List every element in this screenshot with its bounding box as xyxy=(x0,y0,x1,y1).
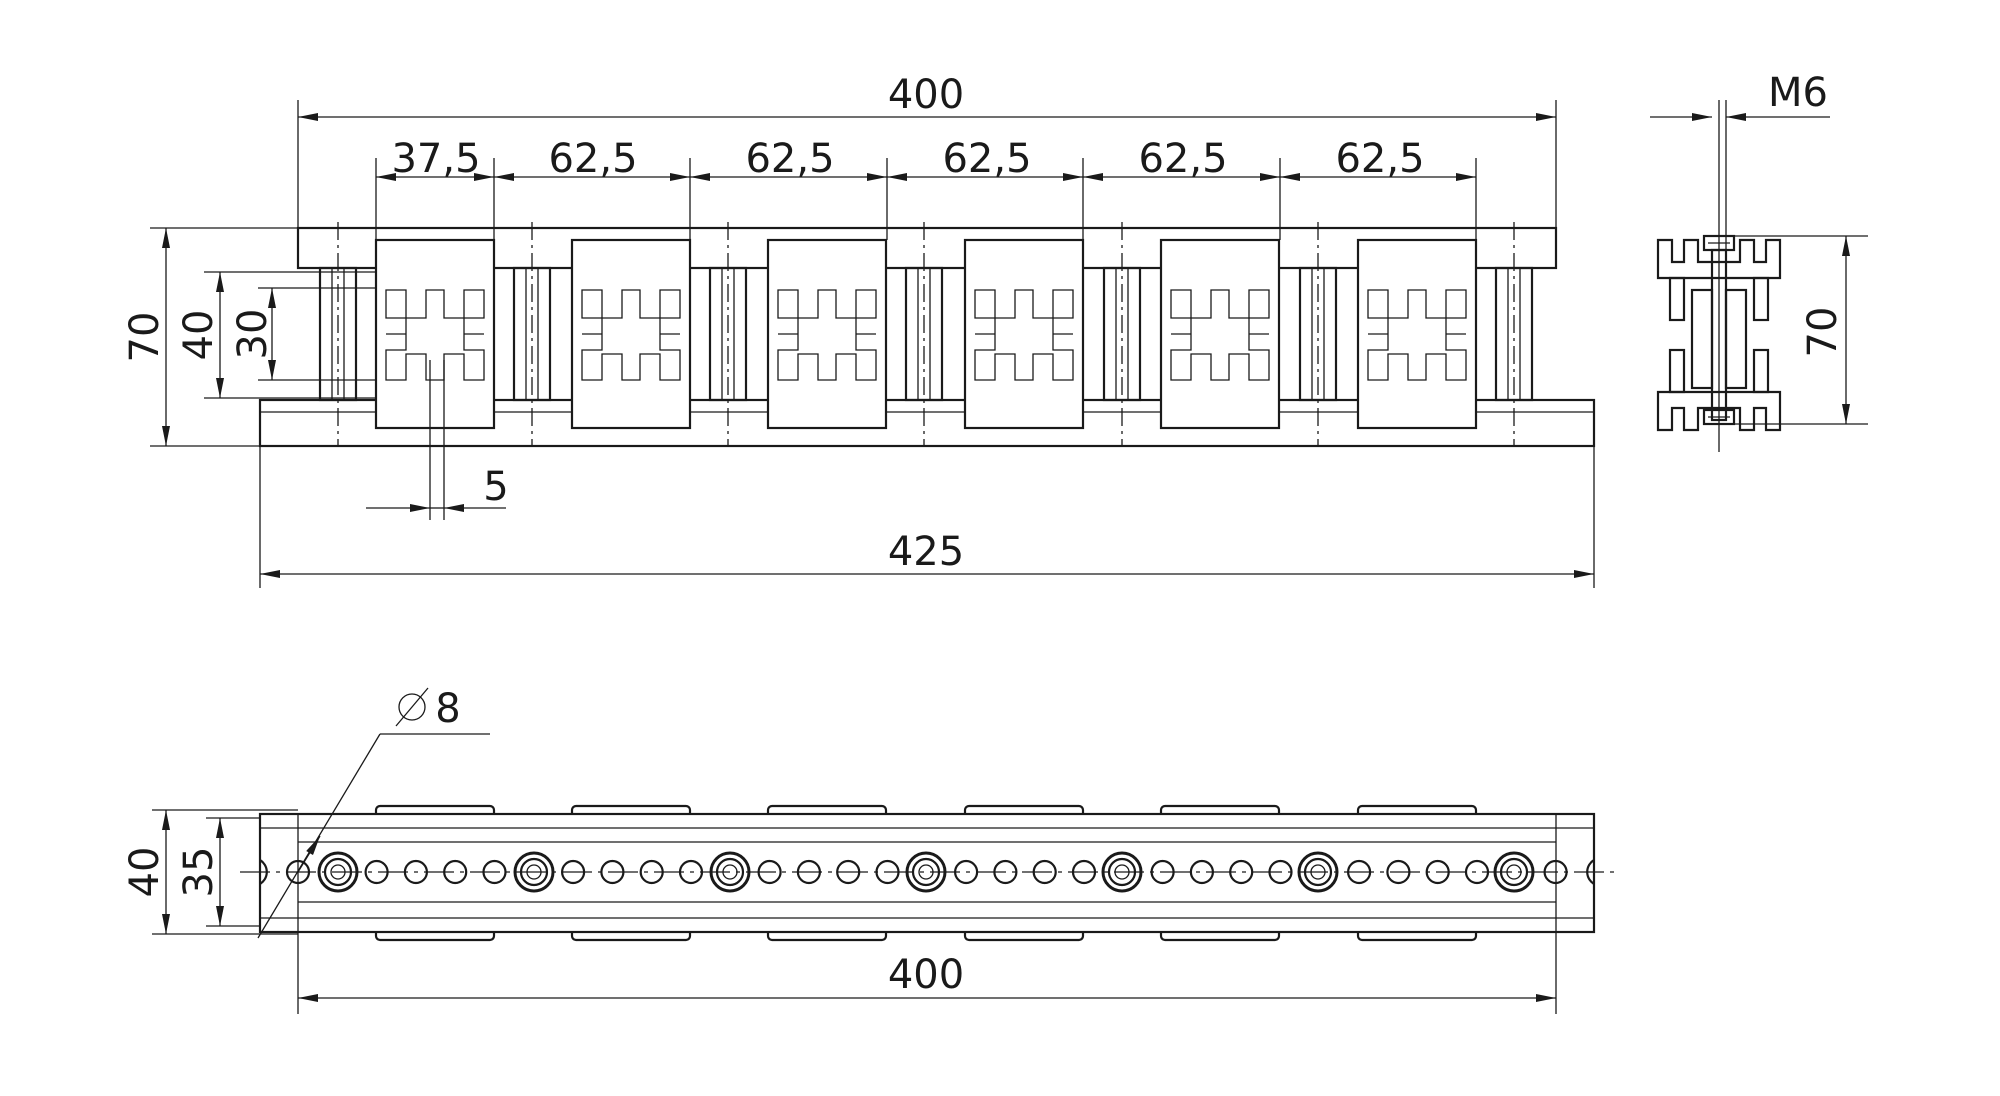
dim-37-5: 37,5 xyxy=(391,136,480,182)
dim-62-5-b: 62,5 xyxy=(745,136,834,182)
clamp-slot xyxy=(974,289,1074,381)
clamp-block xyxy=(374,238,496,430)
plan-hole xyxy=(1071,859,1097,885)
plan-hole xyxy=(443,859,468,885)
front-view: 400 37,5 62,5 62,5 62,5 62,5 62,5 70 40 … xyxy=(122,72,1596,588)
pitch-dimension-group xyxy=(375,158,1477,240)
spacer xyxy=(512,222,552,446)
plan-hole xyxy=(953,859,979,885)
plan-hole xyxy=(757,859,782,885)
plan-hole xyxy=(1150,859,1175,885)
clamp-slot xyxy=(385,289,485,381)
plan-bolt xyxy=(1101,851,1143,893)
spacer xyxy=(708,222,748,446)
spacer xyxy=(1102,222,1142,446)
plan-view: 8 40 35 400 xyxy=(122,686,1614,1014)
plan-bolt xyxy=(317,851,359,893)
dim-62-5-e: 62,5 xyxy=(1335,136,1424,182)
clamp-block xyxy=(1356,238,1478,430)
dim-30-front: 30 xyxy=(230,309,276,360)
spacer-group xyxy=(318,222,1534,446)
dim-62-5-c: 62,5 xyxy=(942,136,1031,182)
spacer xyxy=(318,222,358,446)
plan-hole xyxy=(560,859,586,885)
plan-hole xyxy=(1464,859,1490,885)
plan-hole xyxy=(836,859,861,885)
clamp-block xyxy=(963,238,1085,430)
dim-62-5-a: 62,5 xyxy=(548,136,637,182)
spacer xyxy=(1494,222,1534,446)
plan-hole xyxy=(1268,859,1293,885)
diameter-symbol xyxy=(398,693,426,721)
spacer xyxy=(904,222,944,446)
plan-hole xyxy=(1229,859,1254,885)
side-view: M6 70 xyxy=(1650,70,1868,452)
clamp-block xyxy=(570,238,692,430)
clamp-slot xyxy=(581,289,681,381)
plan-hole xyxy=(678,859,704,885)
plan-bolt xyxy=(1297,851,1339,893)
plan-rail xyxy=(258,812,1596,934)
clamp-block xyxy=(766,238,888,430)
plan-hole xyxy=(1425,859,1450,885)
plan-hole xyxy=(1543,859,1568,885)
plan-bolt xyxy=(1493,851,1535,893)
plan-bolt xyxy=(513,851,555,893)
hole-group xyxy=(285,851,1568,893)
spacer xyxy=(1298,222,1338,446)
plan-hole xyxy=(796,859,822,885)
plan-bolt xyxy=(905,851,947,893)
clamp-block xyxy=(1159,238,1281,430)
plan-hole xyxy=(600,859,625,885)
dim-400-top: 400 xyxy=(888,72,964,118)
plan-hole xyxy=(1189,859,1215,885)
clamp-slot xyxy=(1367,289,1467,381)
clamp-slot xyxy=(1170,289,1270,381)
dim-70-side: 70 xyxy=(1800,307,1846,358)
dim-m6: M6 xyxy=(1768,70,1828,116)
plan-hole xyxy=(1032,859,1057,885)
plan-hole xyxy=(403,859,428,885)
plan-hole xyxy=(364,859,389,885)
dim-40-front: 40 xyxy=(176,310,222,361)
plan-hole xyxy=(285,859,311,885)
plan-hole xyxy=(1346,859,1372,885)
dim-40-plan: 40 xyxy=(122,847,168,898)
plan-hole xyxy=(639,859,664,885)
clamp-block-group xyxy=(374,238,1478,430)
dim-5: 5 xyxy=(483,464,508,510)
plan-hole xyxy=(482,859,507,885)
dim-70-front: 70 xyxy=(122,312,168,363)
dim-35-plan: 35 xyxy=(176,847,222,898)
plan-hole xyxy=(993,859,1018,885)
plan-bolt xyxy=(709,851,751,893)
plan-hole xyxy=(875,859,900,885)
dim-425: 425 xyxy=(888,529,964,575)
plan-hole xyxy=(1386,859,1411,885)
dim-d8: 8 xyxy=(435,686,460,732)
dim-62-5-d: 62,5 xyxy=(1138,136,1227,182)
dim-400-plan: 400 xyxy=(888,952,964,998)
clamp-slot xyxy=(777,289,877,381)
